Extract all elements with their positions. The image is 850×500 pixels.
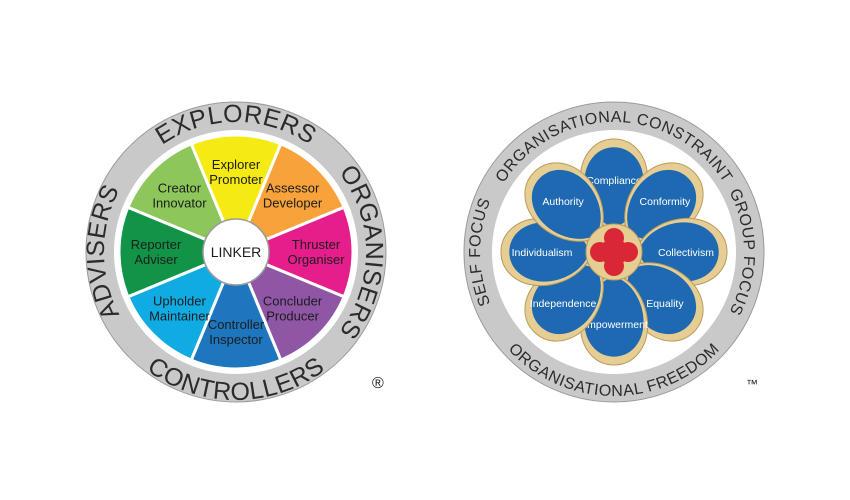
petal-label-individualism: Individualism [512, 247, 573, 259]
petals: ComplianceConformityCollectivismEquality… [500, 138, 728, 366]
segment-controller [189, 248, 283, 371]
segment-thruster [232, 205, 355, 299]
segment-explorer [189, 133, 283, 256]
petal-label-empowerment: Empowerment [580, 319, 648, 331]
segment-assessor [233, 141, 347, 255]
petal-label-conformity: Conformity [640, 196, 692, 208]
petal-label-compliance: Compliance [586, 175, 642, 187]
segment-reporter [117, 205, 240, 299]
center-cross [585, 223, 643, 281]
trademark-mark: ™ [746, 377, 758, 391]
linker-label: LINKER [211, 244, 262, 260]
petal-label-independence: Independence [530, 298, 597, 310]
petal-label-collectivism: Collectivism [658, 247, 714, 259]
registered-mark: ® [372, 375, 384, 392]
linker-center [202, 218, 270, 286]
values-wheel: ComplianceConformityCollectivismEquality… [463, 101, 765, 403]
petal-authority [524, 162, 604, 242]
segment-creator [125, 141, 239, 255]
segment-upholder [125, 249, 239, 363]
petal-label-equality: Equality [646, 298, 684, 310]
segment-concluder [233, 249, 347, 363]
petal-label-authority: Authority [542, 196, 584, 208]
